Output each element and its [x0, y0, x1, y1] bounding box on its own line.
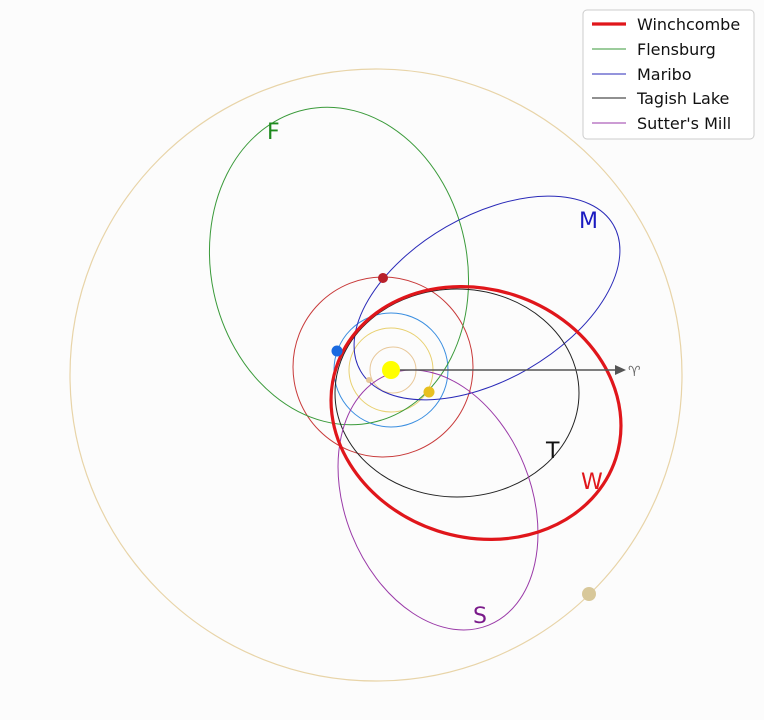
- legend-entry: Tagish Lake: [592, 89, 729, 108]
- jupiter-body: [582, 587, 596, 601]
- legend-entry: Sutter's Mill: [592, 114, 731, 133]
- tagish-lake-label: T: [545, 439, 560, 464]
- winchcombe-orbit: [329, 285, 623, 541]
- flensburg-orbit: [208, 106, 470, 426]
- legend-label: Maribo: [637, 65, 692, 84]
- earth-body: [331, 345, 343, 357]
- sun: [382, 361, 400, 379]
- sutters-mill-orbit: [337, 369, 539, 631]
- legend-label: Flensburg: [637, 40, 716, 59]
- maribo-orbit: [353, 195, 621, 401]
- vernal-equinox-arrowhead: [615, 365, 626, 375]
- sutters-mill-label: S: [473, 604, 487, 629]
- legend-entry: Winchcombe: [592, 15, 740, 34]
- legend-label: Sutter's Mill: [637, 114, 731, 133]
- legend-entry: Maribo: [592, 65, 692, 84]
- legend: Winchcombe Flensburg Maribo Tagish Lake …: [582, 9, 755, 140]
- legend-frame: [582, 9, 755, 140]
- legend-label: Tagish Lake: [636, 89, 729, 108]
- legend-entry: Flensburg: [592, 40, 716, 59]
- maribo-label: M: [579, 209, 598, 234]
- mars-body: [378, 273, 388, 283]
- jupiter-orbit: [69, 68, 683, 682]
- tagish-lake-orbit: [334, 288, 580, 498]
- venus-body: [423, 386, 435, 398]
- legend-label: Winchcombe: [637, 15, 740, 34]
- flensburg-label: F: [267, 120, 280, 145]
- vernal-equinox-symbol: ♈: [628, 364, 641, 380]
- mercury-body: [366, 377, 372, 383]
- winchcombe-label: W: [581, 470, 603, 495]
